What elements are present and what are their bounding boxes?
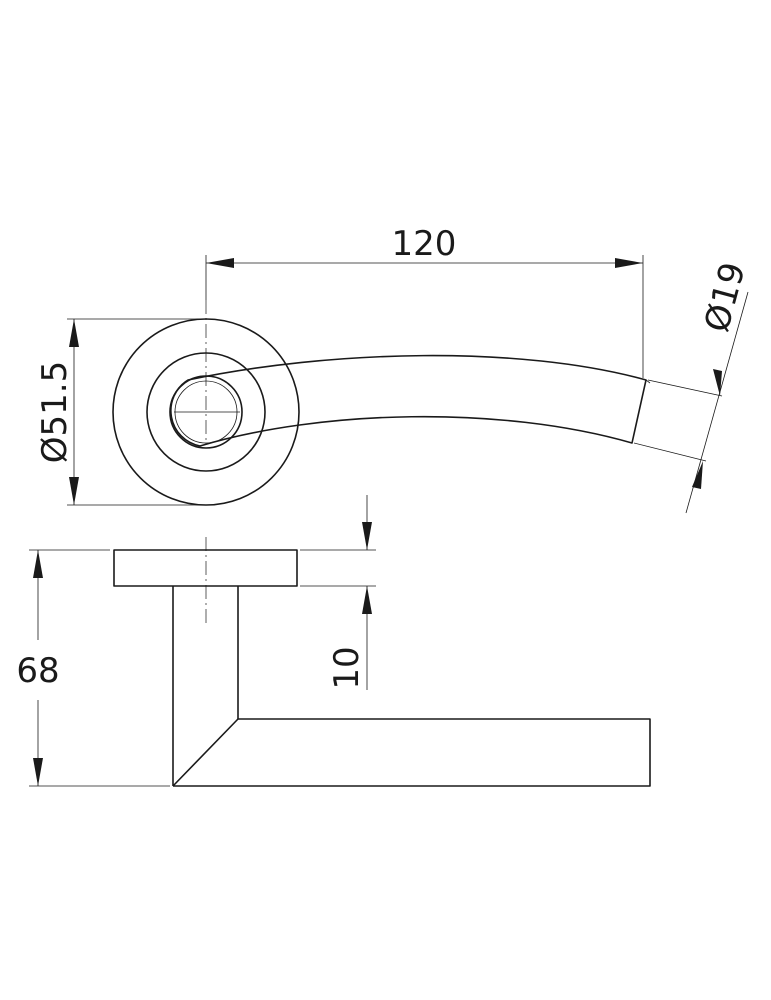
- dimension-height: 68: [16, 549, 170, 787]
- mitre-line: [172, 718, 239, 787]
- dimension-length-label: 120: [392, 224, 457, 264]
- lever-bar-side: [173, 718, 651, 787]
- dimension-bar-diameter: Ø19: [633, 258, 754, 514]
- dimension-rose-diameter: Ø51.5: [35, 318, 206, 506]
- dimension-height-label: 68: [16, 651, 59, 691]
- lever-arm-top: [170, 354, 647, 447]
- rose-plate: [113, 549, 298, 587]
- dimension-rose-diameter-label: Ø51.5: [35, 361, 75, 463]
- dimension-rose-thickness: 10: [300, 495, 376, 690]
- side-view: 68 10: [16, 495, 651, 787]
- dimension-rose-thickness-label: 10: [327, 646, 367, 689]
- dimension-length: 120: [205, 224, 644, 378]
- lever-end-face: [645, 379, 651, 384]
- dimension-bar-diameter-label: Ø19: [697, 258, 754, 336]
- top-view: 120 Ø51.5 Ø19: [35, 224, 754, 514]
